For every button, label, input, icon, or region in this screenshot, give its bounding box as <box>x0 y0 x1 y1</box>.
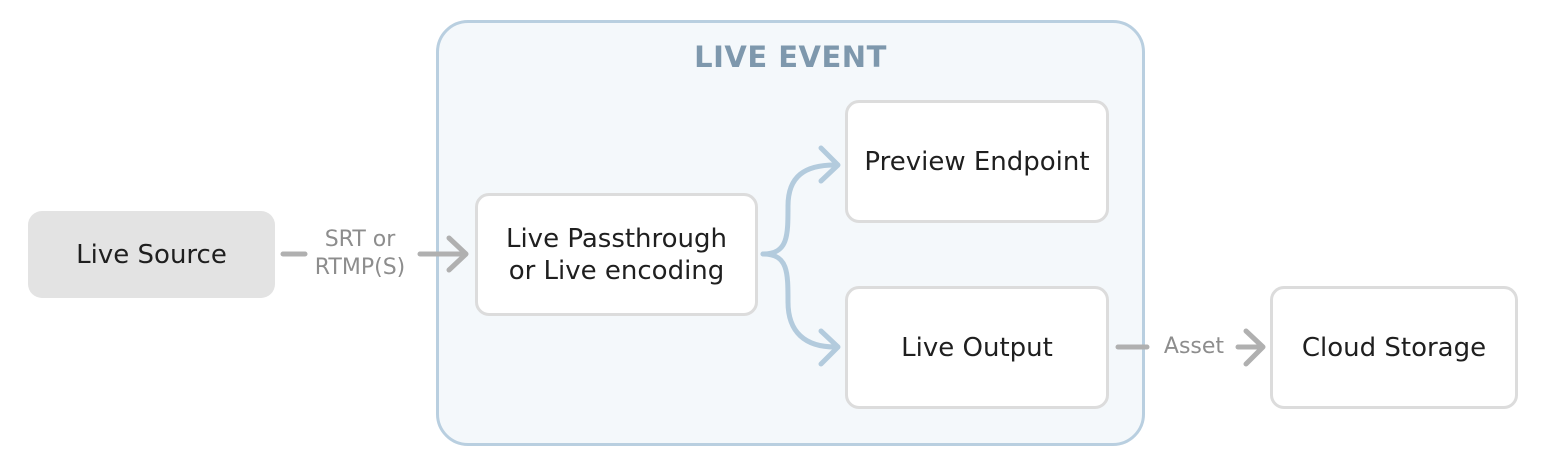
branch-upper-curve <box>760 162 838 257</box>
branch-lower-arrowhead <box>818 328 841 367</box>
passthrough-label-line-1: Live Passthrough <box>505 223 728 254</box>
cloud-storage-label: Cloud Storage <box>1302 332 1486 364</box>
ingest-arrowhead <box>446 235 469 273</box>
preview-endpoint-label: Preview Endpoint <box>864 146 1089 178</box>
preview-endpoint-label-line: Preview Endpoint <box>864 146 1090 177</box>
cloud-storage-label-line: Cloud Storage <box>1301 332 1487 363</box>
passthrough-node: Live Passthrough or Live encoding <box>475 193 758 316</box>
passthrough-label: Live Passthrough or Live encoding <box>506 223 727 287</box>
live-output-label-line: Live Output <box>901 332 1053 363</box>
ingest-protocol-line-2: RTMP(S) <box>314 255 406 280</box>
branch-lower-curve <box>760 251 838 350</box>
ingest-protocol-label: SRT or RTMP(S) <box>305 226 415 282</box>
preview-endpoint-node: Preview Endpoint <box>845 100 1109 223</box>
live-source-node: Live Source <box>28 211 275 298</box>
live-source-label: Live Source <box>76 239 227 271</box>
cloud-storage-node: Cloud Storage <box>1270 286 1518 409</box>
live-source-label-line: Live Source <box>76 239 227 270</box>
archive-arrowhead <box>1243 328 1266 367</box>
asset-label-line: Asset <box>1163 334 1225 359</box>
live-event-title: LIVE EVENT <box>694 40 887 74</box>
ingest-protocol-line-1: SRT or <box>324 227 396 252</box>
passthrough-label-line-2: or Live encoding <box>508 255 725 286</box>
branch-upper-arrowhead <box>818 145 841 184</box>
live-output-node: Live Output <box>845 286 1109 409</box>
live-output-label: Live Output <box>901 332 1053 364</box>
asset-label: Asset <box>1154 333 1234 361</box>
